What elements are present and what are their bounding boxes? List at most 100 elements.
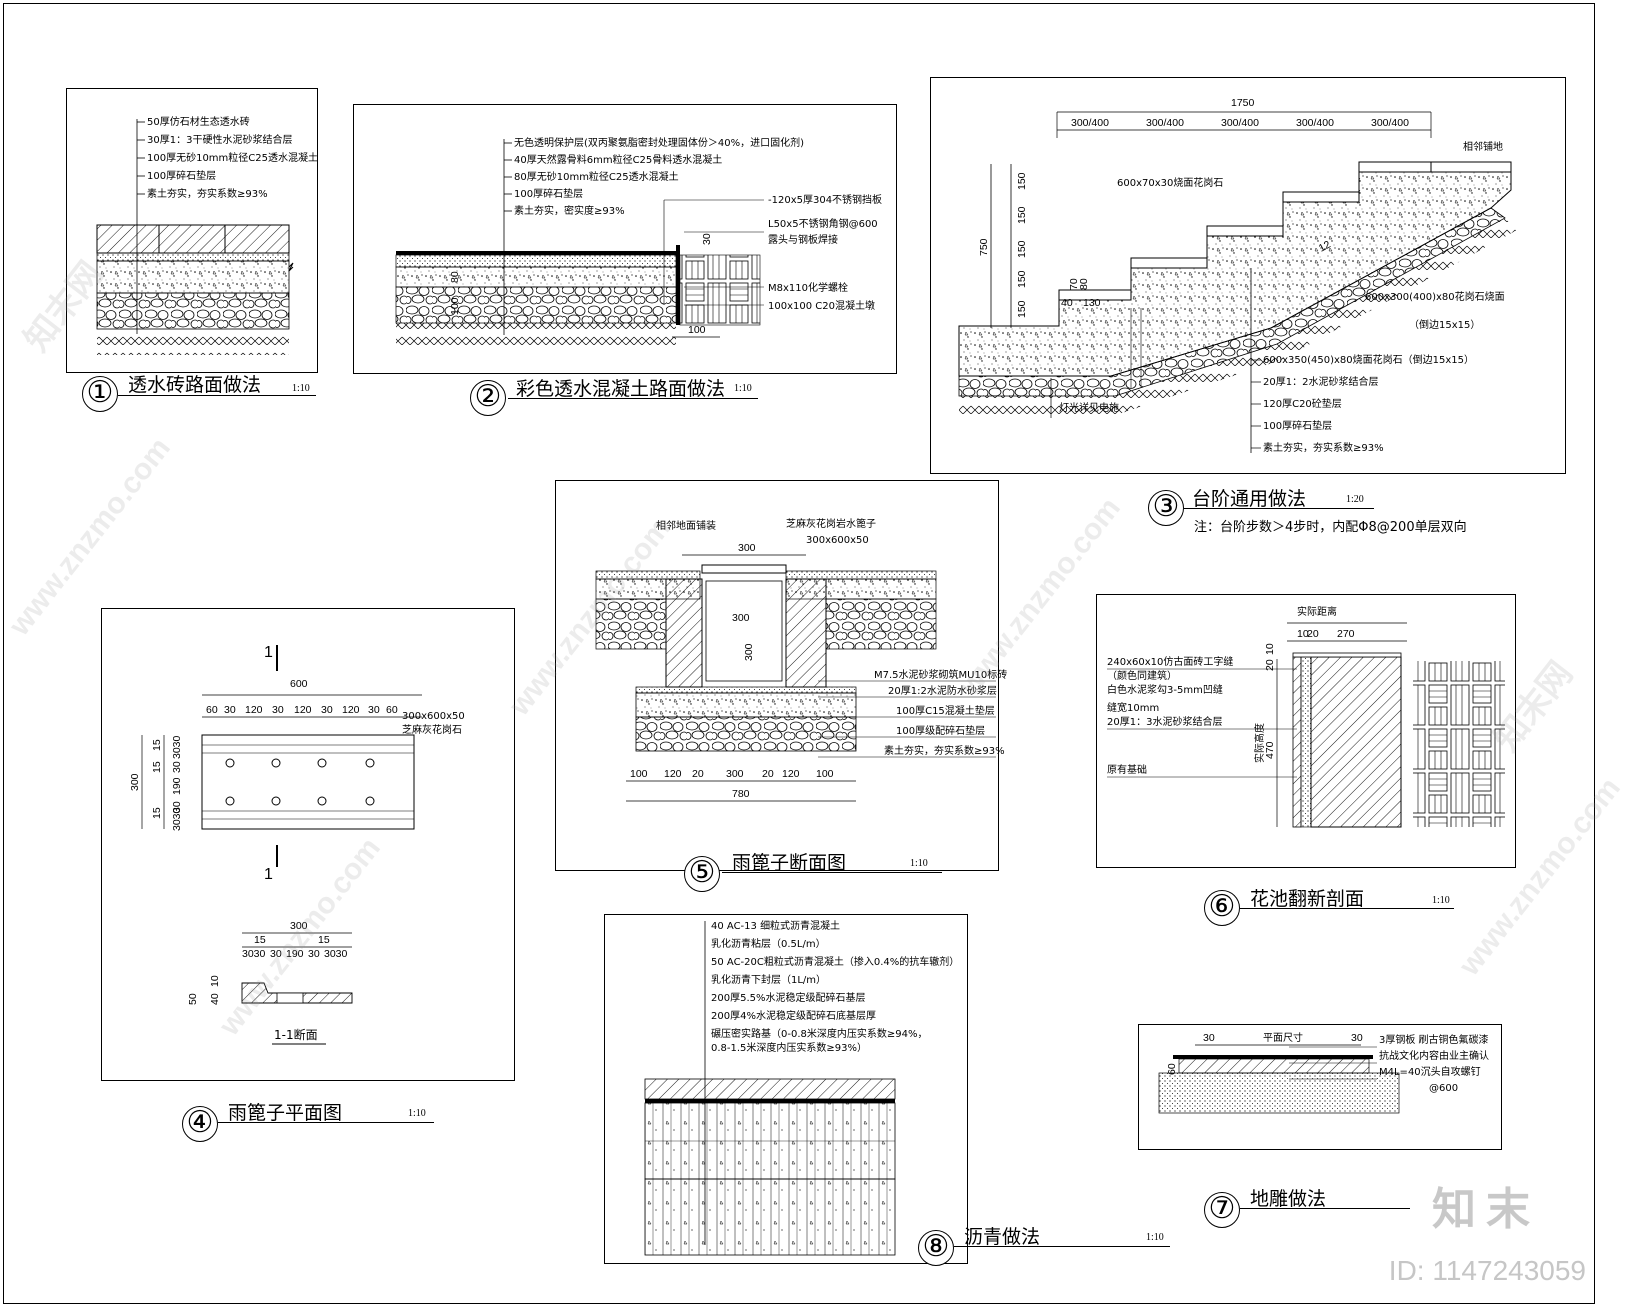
detail-5-title: 雨篦子断面图 xyxy=(732,852,847,874)
detail-3-scale: 1:20 xyxy=(1346,494,1364,505)
detail-6-dim-5: 10 xyxy=(1264,643,1276,655)
detail-4-label: 300x600x50 xyxy=(402,711,465,722)
detail-4-left-dim-2: 3030 xyxy=(171,735,183,759)
detail-1-scale: 1:10 xyxy=(292,383,310,394)
detail-6-label-7: 实际距离 xyxy=(1297,605,1337,618)
detail-6-title: 花池翻新剖面 xyxy=(1250,888,1365,910)
detail-4-top-dim-3: 120 xyxy=(245,704,263,716)
detail-4-left-dim-6: 30 xyxy=(171,801,183,813)
detail-8-scale: 1:10 xyxy=(1146,1232,1164,1243)
detail-1-drawing: 50厚仿石材生态透水砖 30厚1：3干硬性水泥砂浆结合层 100厚无砂10mm粒… xyxy=(96,115,318,355)
detail-6-drawing: 实际距离 10 20 270 20 10 470 实际高度 240x60x10仿… xyxy=(1107,605,1505,828)
detail-4-left-dim-1: 15 xyxy=(151,739,163,751)
detail-5-label-7: 100厚级配碎石垫层 xyxy=(896,724,985,737)
detail-4-left-dim-5: 190 xyxy=(171,777,183,795)
detail-2-dim-2: 80 xyxy=(449,271,461,283)
detail-4-title: 雨篦子平面图 xyxy=(228,1102,343,1124)
detail-8-layer-5: 200厚5.5%水泥稳定级配碎石基层 xyxy=(711,991,866,1004)
drawing-frame xyxy=(3,3,1595,1304)
detail-3-label-1: 相邻铺地 xyxy=(1463,140,1503,153)
detail-3-label-9: 素土夯实，夯实系数≥93% xyxy=(1263,441,1384,454)
detail-4-top-dim-6: 30 xyxy=(321,704,333,716)
detail-1-layer-4: 100厚碎石垫层 xyxy=(147,169,216,182)
detail-3-left-dim-5: 150 xyxy=(1016,300,1028,318)
detail-5-label-8: 素土夯实，夯实系数≥93% xyxy=(884,744,1005,757)
detail-5-label-6: 100厚C15混凝土垫层 xyxy=(896,704,995,717)
detail-3-dim-130: 130 xyxy=(1083,297,1101,309)
detail-3-light-note: 灯光详见电施 xyxy=(1059,401,1119,414)
detail-3-label-8: 100厚碎石垫层 xyxy=(1263,419,1332,432)
detail-6-scale: 1:10 xyxy=(1432,895,1450,906)
detail-3-label-2: 600x70x30烧面花岗石 xyxy=(1117,176,1223,189)
detail-4-sec-dim-7: 3030 xyxy=(324,948,348,960)
detail-2-dim-4: 100 xyxy=(688,324,706,336)
detail-2-layer-4: 100厚碎石垫层 xyxy=(514,187,583,200)
detail-4-left-total: 300 xyxy=(129,773,141,791)
detail-3-label-6: 20厚1：2水泥砂浆结合层 xyxy=(1263,375,1378,388)
detail-6-label-3: 白色水泥浆勾3-5mm凹缝 xyxy=(1107,683,1223,696)
detail-8-number-badge: ⑧ xyxy=(918,1230,954,1266)
detail-7-label-3: M4L=40沉头自攻螺钉 xyxy=(1379,1065,1481,1078)
detail-3-left-total: 750 xyxy=(978,238,990,256)
detail-4-top-dim-8: 30 xyxy=(368,704,380,716)
detail-4-top-dim-5: 120 xyxy=(294,704,312,716)
detail-5-dim-top: 300 xyxy=(738,542,756,554)
detail-2-note-1: -120x5厚304不锈钢挡板 xyxy=(768,193,882,206)
detail-4-number-badge: ④ xyxy=(182,1106,218,1142)
detail-5-title-underline xyxy=(722,872,942,873)
detail-2-layer-5: 素土夯实，密实度≥93% xyxy=(514,204,625,217)
detail-5-dim-b3: 20 xyxy=(692,768,704,780)
detail-7-title-underline xyxy=(1240,1208,1410,1209)
detail-3-top-dim-1: 300/400 xyxy=(1071,117,1109,129)
detail-4-drawing: 1 600 60 30 120 30 120 30 120 30 60 300x… xyxy=(129,644,465,1045)
detail-3-top-total: 1750 xyxy=(1231,97,1255,109)
detail-2-panel: 无色透明保护层(双丙聚氨脂密封处理固体份＞40%，进口固化剂) 40厚天然露骨料… xyxy=(353,104,897,374)
detail-4-sec-dim-4: 30 xyxy=(270,948,282,960)
detail-4-title-underline xyxy=(218,1122,434,1123)
detail-3-top-dim-5: 300/400 xyxy=(1371,117,1409,129)
detail-2-note-5: 100x100 C20混凝土墩 xyxy=(768,299,875,312)
detail-8-layer-3: 50 AC-20C粗粒式沥青混凝土（掺入0.4%的抗车辙剂） xyxy=(711,955,959,968)
detail-4-left-dim-8: 3030 xyxy=(171,807,183,831)
detail-3-top-dim-4: 300/400 xyxy=(1296,117,1334,129)
detail-7-label-2: 抗战文化内容由业主确认 xyxy=(1379,1049,1489,1062)
detail-3-left-dim-4: 150 xyxy=(1016,270,1028,288)
detail-6-dim-6: 470 xyxy=(1264,741,1276,759)
detail-3-label-3: 600x300(400)x80花岗石烧面 xyxy=(1365,290,1505,303)
detail-8-layer-6: 200厚4%水泥稳定级配碎石底基层厚 xyxy=(711,1009,876,1022)
detail-3-panel: 1750 300/400 300/400 300/400 300/400 300… xyxy=(930,77,1566,474)
detail-3-label-7: 120厚C20砼垫层 xyxy=(1263,397,1342,410)
detail-3-left-dim-1: 150 xyxy=(1016,172,1028,190)
detail-6-label-2: （颜色同建筑） xyxy=(1107,669,1177,682)
detail-1-layer-2: 30厚1：3干硬性水泥砂浆结合层 xyxy=(147,133,292,146)
detail-7-dim-1: 30 xyxy=(1203,1032,1215,1044)
detail-7-drawing: 30 平面尺寸 30 60 3厚钢板 刷古铜色氟碳漆 抗战文化内容由业主确认 M… xyxy=(1158,1031,1489,1114)
detail-3-label-4: （倒边15x15） xyxy=(1409,319,1480,331)
detail-6-number-badge: ⑥ xyxy=(1204,890,1240,926)
detail-2-dim-1: 30 xyxy=(701,233,713,245)
detail-7-number-badge: ⑦ xyxy=(1204,1192,1240,1228)
detail-5-dim-b1: 100 xyxy=(630,768,648,780)
detail-5-label-5: 20厚1:2水泥防水砂浆层 xyxy=(888,684,997,697)
detail-6-dim-2: 20 xyxy=(1307,628,1319,640)
detail-8-layer-7: 碾压密实路基（0-0.8米深度内压实系数≥94%， xyxy=(711,1027,927,1040)
detail-7-title: 地雕做法 xyxy=(1250,1188,1327,1210)
detail-8-layer-4: 乳化沥青下封层（1L/m） xyxy=(711,973,826,986)
detail-2-dim-3: 100 xyxy=(449,297,461,315)
detail-6-title-underline xyxy=(1240,908,1454,909)
detail-4-top-dim-2: 30 xyxy=(224,704,236,716)
detail-6-label-6: 原有基础 xyxy=(1107,763,1147,776)
detail-2-number-badge: ② xyxy=(470,380,506,416)
detail-3-dim-80: 80 xyxy=(1078,278,1090,290)
detail-7-label-5: 平面尺寸 xyxy=(1263,1031,1303,1044)
detail-6-label-5: 20厚1：3水泥砂浆结合层 xyxy=(1107,715,1222,728)
detail-4-left-dim-3: 15 xyxy=(151,761,163,773)
detail-7-label-4: @600 xyxy=(1429,1083,1458,1094)
detail-5-label-4: M7.5水泥砂浆砌筑MU10标砖 xyxy=(874,668,1007,681)
detail-4-top-dim-4: 30 xyxy=(272,704,284,716)
detail-3-dim-70: 70 xyxy=(1068,278,1080,290)
detail-3-top-dim-2: 300/400 xyxy=(1146,117,1184,129)
detail-7-panel: 30 平面尺寸 30 60 3厚钢板 刷古铜色氟碳漆 抗战文化内容由业主确认 M… xyxy=(1138,1024,1502,1150)
detail-6-panel: 实际距离 10 20 270 20 10 470 实际高度 240x60x10仿… xyxy=(1096,594,1516,868)
detail-1-layer-1: 50厚仿石材生态透水砖 xyxy=(147,115,250,128)
